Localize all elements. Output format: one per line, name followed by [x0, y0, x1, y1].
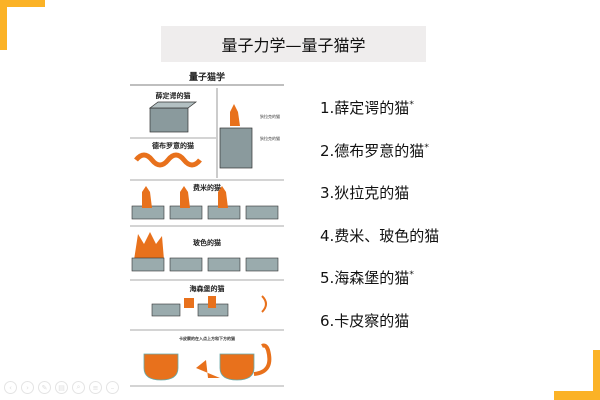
label-debroglie: 德布罗意的猫 [152, 141, 194, 150]
label-kapitza: 卡皮察的在入点上方和下方的猫 [179, 335, 235, 341]
menu-icon[interactable]: ≡ [89, 381, 102, 394]
corner-decoration-top-h [0, 0, 45, 7]
quantum-cats-illustration: 量子猫学 薛定谔的猫 德布罗意的猫 狄拉克的猫 狄拉克的猫 费米的猫 玻色的猫 … [130, 71, 284, 387]
bose-boxes [131, 232, 279, 272]
pen-icon[interactable]: ✎ [38, 381, 51, 394]
label-fermi: 费米的猫 [193, 183, 221, 192]
corner-decoration-bottom-h [554, 391, 600, 400]
label-bose: 玻色的猫 [193, 238, 221, 247]
list-item: 2.德布罗意的猫* [320, 141, 429, 160]
slide-title: 量子力学—量子猫学 [221, 36, 366, 55]
presentation-toolbar: ‹ › ✎ ▤ ⌕ ≡ – [4, 381, 119, 394]
prev-icon[interactable]: ‹ [4, 381, 17, 394]
list-item: 6.卡皮察的猫 [320, 311, 410, 330]
dirac-box [219, 127, 253, 169]
kapitza-scene [143, 343, 272, 381]
slide-title-box: 量子力学—量子猫学 [161, 26, 426, 62]
corner-decoration-bottom-v [593, 350, 600, 400]
dirac-cat [230, 104, 240, 126]
wave-cat [134, 152, 202, 168]
illustration-heading: 量子猫学 [189, 71, 225, 83]
list-item: 3.狄拉克的猫 [320, 184, 410, 203]
slides-icon[interactable]: ▤ [55, 381, 68, 394]
label-schrodinger: 薛定谔的猫 [156, 91, 191, 100]
schrodinger-box [149, 107, 189, 133]
more-icon[interactable]: – [106, 381, 119, 394]
list-item: 5.海森堡的猫* [320, 269, 414, 288]
fermi-boxes [131, 186, 279, 220]
label-heisenberg: 海森堡的猫 [190, 284, 225, 293]
heisenberg-scene [151, 295, 267, 317]
zoom-icon[interactable]: ⌕ [72, 381, 85, 394]
label-dirac-1: 狄拉克的猫 [260, 113, 280, 119]
list-item: 1.薛定谔的猫* [320, 99, 414, 117]
list-item: 4.费米、玻色的猫 [320, 226, 440, 245]
quantum-cats-list: 1.薛定谔的猫* 2.德布罗意的猫* 3.狄拉克的猫 4.费米、玻色的猫 5.海… [320, 95, 439, 351]
corner-decoration-top-v [0, 0, 7, 50]
next-icon[interactable]: › [21, 381, 34, 394]
label-dirac-2: 狄拉克的猫 [260, 135, 280, 141]
